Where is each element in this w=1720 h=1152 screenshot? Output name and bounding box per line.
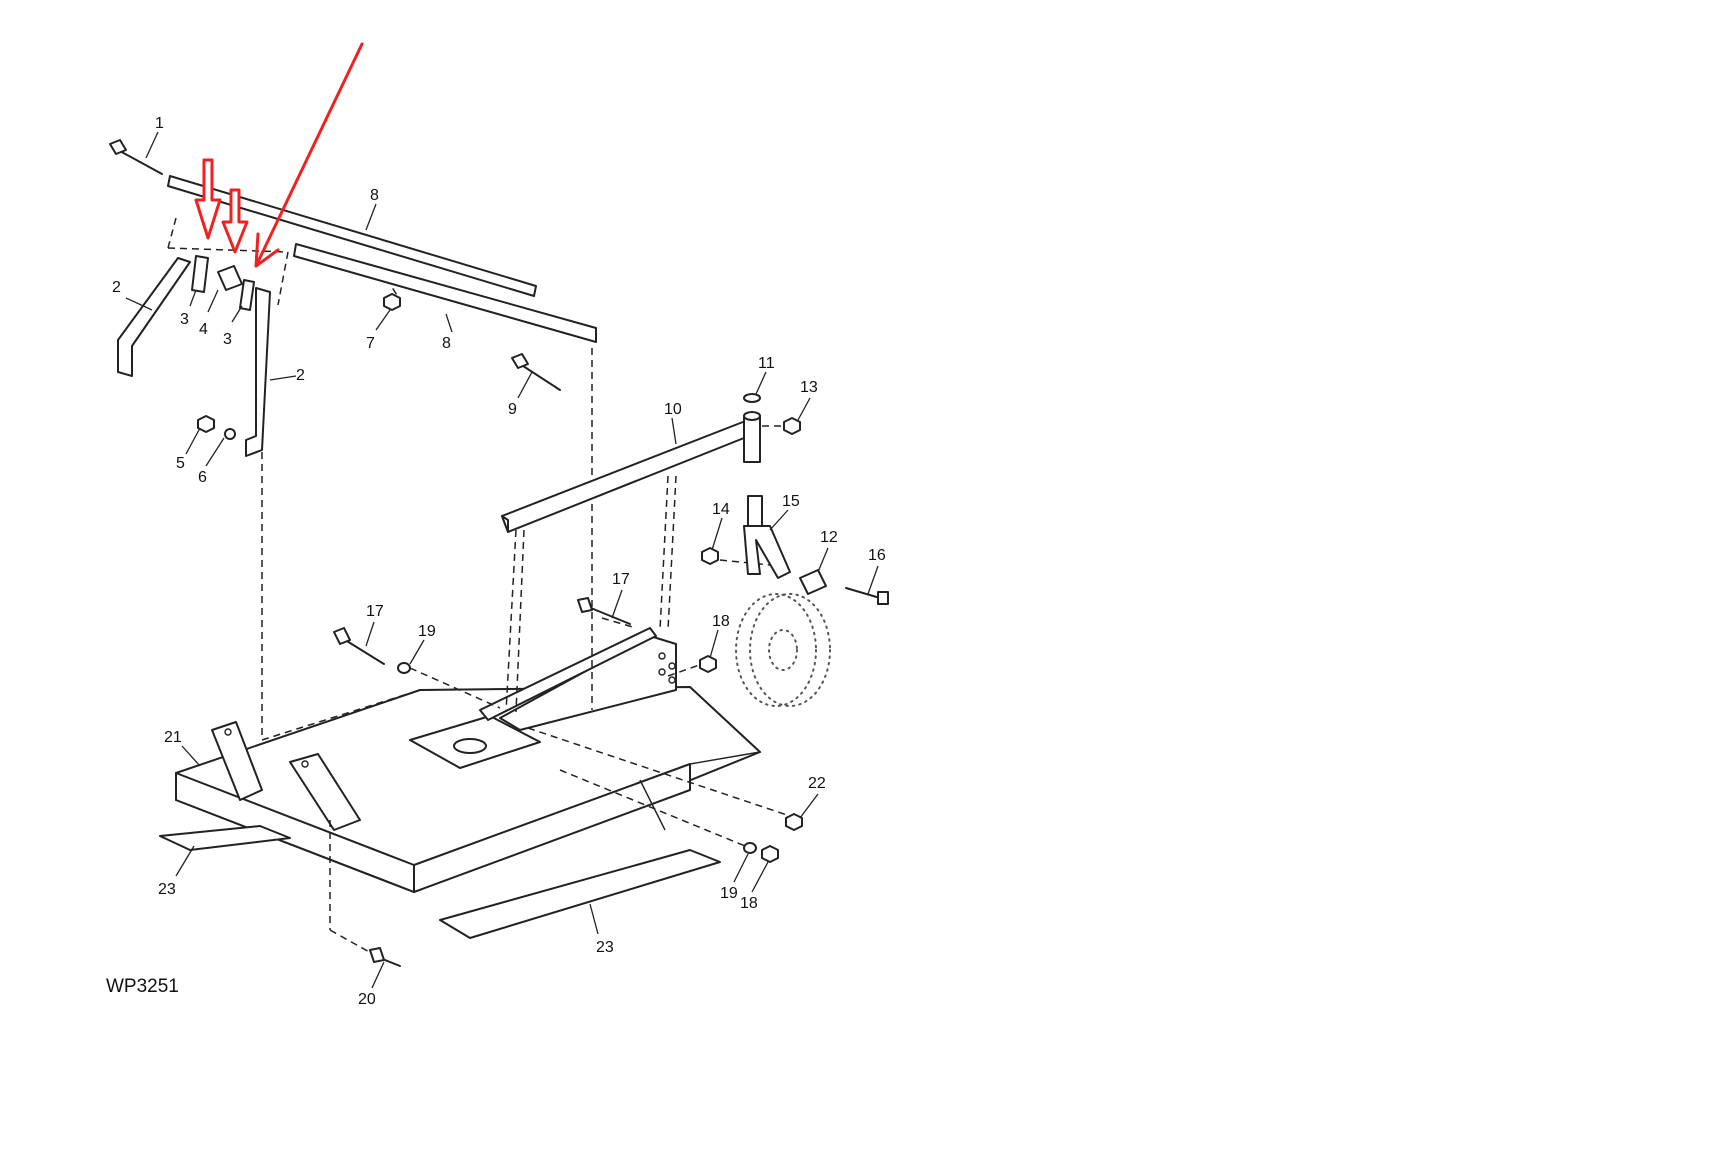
callout-12: 12 (820, 529, 838, 546)
mower-deck (159, 627, 762, 939)
callout-23-right: 23 (596, 939, 614, 956)
callout-13: 13 (800, 379, 818, 396)
down-arrow-1 (194, 158, 222, 240)
callout-6: 6 (198, 469, 207, 486)
lift-arm-assembly (333, 393, 889, 967)
callout-18-lower: 18 (740, 895, 758, 912)
callout-23-left: 23 (158, 881, 176, 898)
callout-18-upper: 18 (712, 613, 730, 630)
callout-labels: 1 2 3 4 3 2 5 6 7 8 8 9 10 11 13 14 15 1… (112, 115, 886, 1008)
callout-14: 14 (712, 501, 730, 518)
callout-2-right: 2 (296, 367, 305, 384)
callout-22: 22 (808, 775, 826, 792)
down-arrow-2 (221, 188, 249, 254)
callout-3-right: 3 (223, 331, 232, 348)
diagonal-arrow (254, 42, 364, 268)
callout-17-right: 17 (612, 571, 630, 588)
leader-lines (125, 131, 879, 989)
callout-1: 1 (155, 115, 164, 132)
callout-15: 15 (782, 493, 800, 510)
callout-11: 11 (758, 355, 775, 372)
callout-7: 7 (366, 335, 375, 352)
callout-8-upper: 8 (370, 187, 379, 204)
callout-4: 4 (199, 321, 208, 338)
highlight-arrows (194, 42, 364, 268)
upper-linkage (109, 139, 597, 457)
callout-3-left: 3 (180, 311, 189, 328)
figure-id: WP3251 (106, 976, 179, 997)
callout-10: 10 (664, 401, 682, 418)
callout-2-left: 2 (112, 279, 121, 296)
gauge-wheel (735, 593, 831, 707)
callout-20: 20 (358, 991, 376, 1008)
callout-17-left: 17 (366, 603, 384, 620)
callout-9: 9 (508, 401, 517, 418)
callout-16: 16 (868, 547, 886, 564)
callout-19-lower: 19 (720, 885, 738, 902)
callout-21: 21 (164, 729, 182, 746)
callout-19-upper: 19 (418, 623, 436, 640)
callout-5: 5 (176, 455, 185, 472)
callout-8-lower: 8 (442, 335, 451, 352)
